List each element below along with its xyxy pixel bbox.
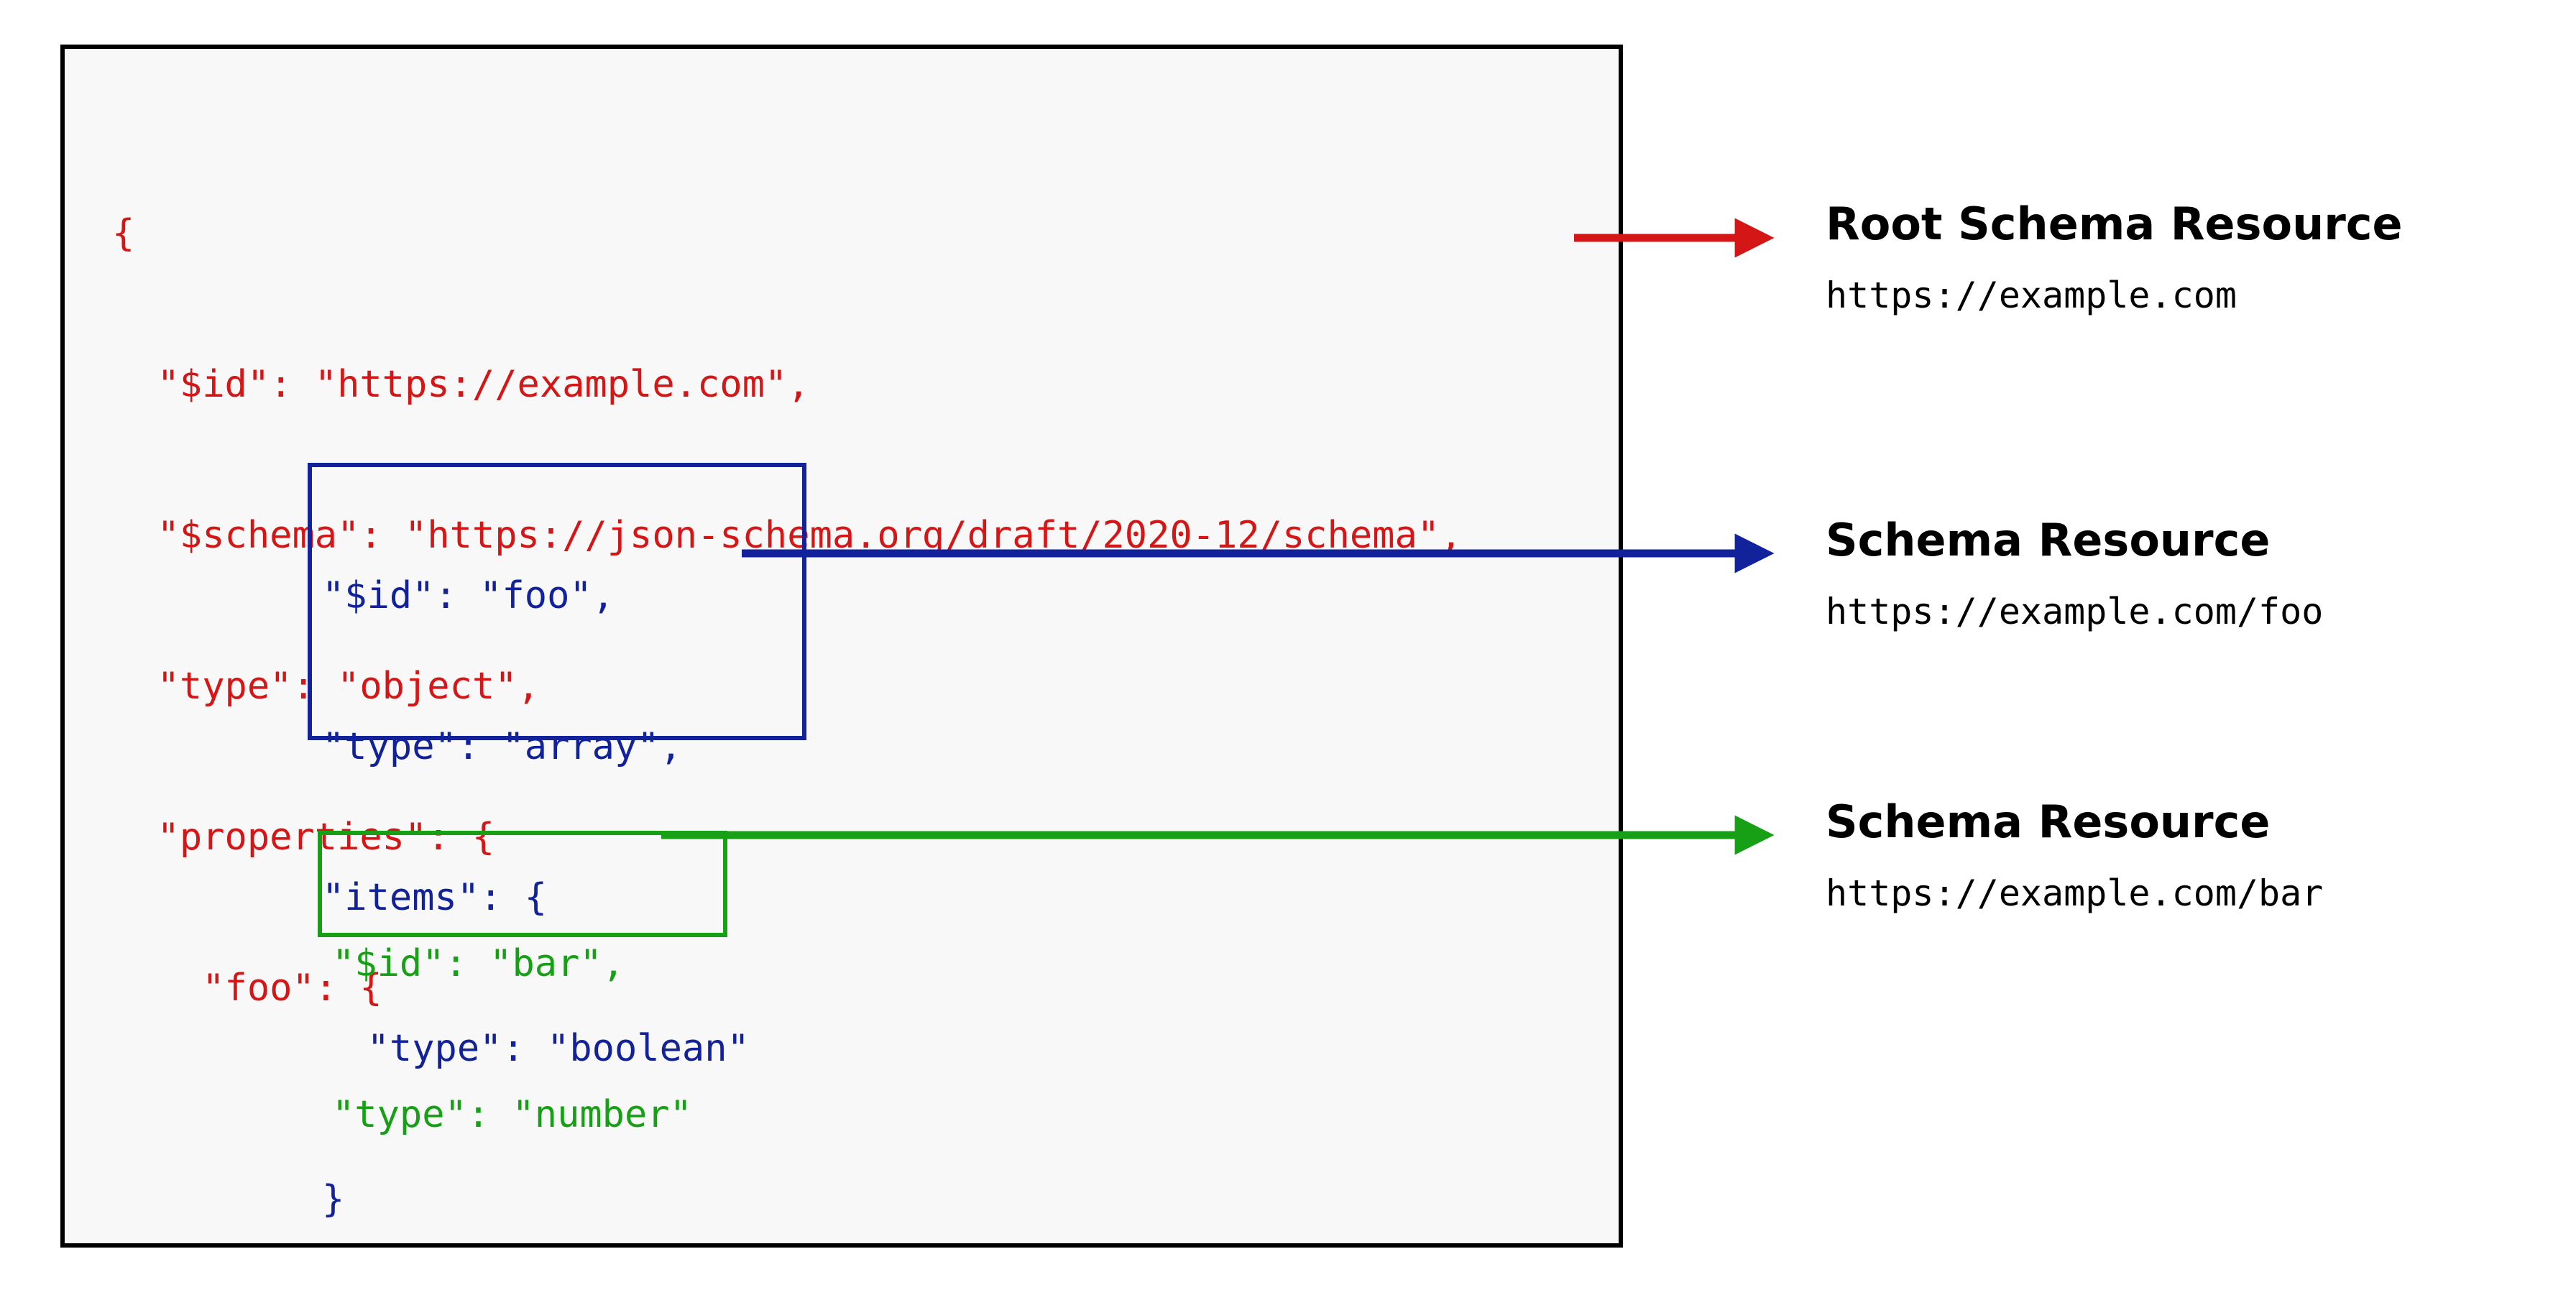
annotation-url: https://example.com/foo <box>1826 591 2324 633</box>
code-line: "type": "object", <box>112 665 540 708</box>
annotation-foo-schema: Schema Resource https://example.com/foo <box>1826 514 2324 633</box>
code-line: } <box>322 1178 345 1221</box>
annotation-title: Root Schema Resource <box>1826 198 2403 250</box>
code-line-spacer <box>112 1265 1462 1295</box>
foo-schema-code: "$id": "foo", "type": "array", "items": … <box>322 470 750 1295</box>
code-line: "properties": { <box>112 816 495 859</box>
code-line: "type": "number" <box>332 1093 692 1136</box>
code-line: "$id": "foo", <box>322 574 615 617</box>
code-line: "items": { <box>322 876 548 919</box>
bar-schema-resource-box <box>318 831 727 937</box>
code-panel: { "$id": "https://example.com", "$schema… <box>60 45 1623 1248</box>
code-line-spacer <box>112 1114 1462 1164</box>
annotation-root-schema: Root Schema Resource https://example.com <box>1826 198 2403 317</box>
annotation-bar-schema: Schema Resource https://example.com/bar <box>1826 796 2324 915</box>
annotation-url: https://example.com <box>1826 275 2237 317</box>
code-line: { <box>112 212 135 255</box>
annotation-title: Schema Resource <box>1826 796 2271 848</box>
code-line: "$id": "bar", <box>332 942 625 985</box>
code-line: "type": "boolean" <box>322 1027 750 1070</box>
code-line: "foo": { <box>112 967 382 1010</box>
annotation-url: https://example.com/bar <box>1826 872 2324 915</box>
code-line: "$id": "https://example.com", <box>112 363 810 406</box>
bar-schema-code: "$id": "bar", "type": "number" <box>332 838 692 1240</box>
foo-schema-resource-box <box>308 463 806 740</box>
annotation-title: Schema Resource <box>1826 514 2271 566</box>
code-line: "type": "array", <box>322 725 682 768</box>
